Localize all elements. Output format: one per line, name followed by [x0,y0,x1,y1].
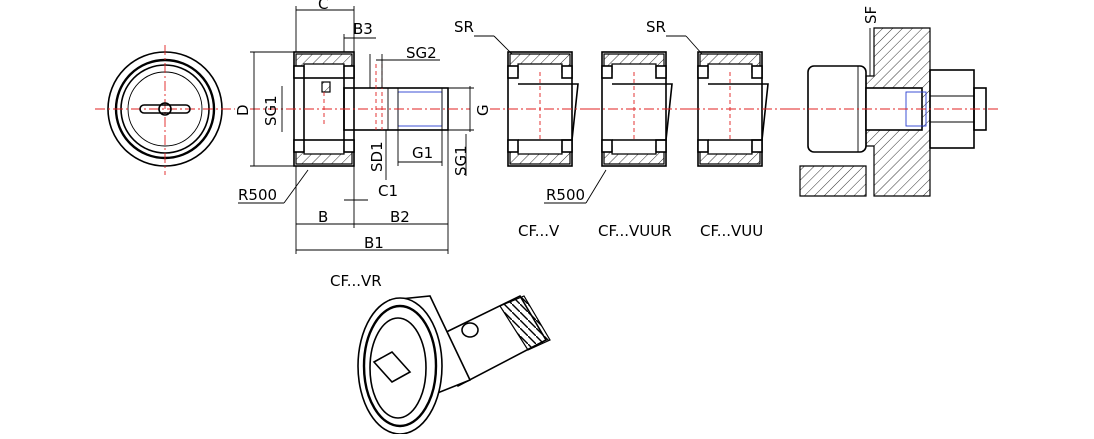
dim-label-b2: B2 [390,208,410,226]
dim-label-c1: C1 [378,182,398,200]
dim-label-g1: G1 [412,144,433,162]
variant-cf-vuu: SR CF...VUU [646,18,790,240]
dim-label-sf: SF [862,6,880,24]
dim-label-d: D [234,104,252,116]
dim-label-r500-right: R500 [546,186,585,204]
variant-label-cf-v: CF...V [518,222,560,240]
dim-label-sg1-right: SG1 [452,145,470,176]
variant-cf-vr-iso: CF...VR [330,272,551,435]
hex-socket-iso-icon [372,350,412,384]
mounted-view: SF [790,6,1000,197]
dim-label-sr-1: SR [454,18,474,36]
main-section-view: C B3 SG2 D SG1 G SD1 G1 SG1 C [234,0,492,254]
variant-label-cf-vuur: CF...VUUR [598,222,672,240]
dim-label-b3: B3 [353,20,373,38]
variant-cf-vuur: CF...VUUR [590,51,690,240]
dim-label-sg1-left: SG1 [262,95,280,126]
hex-socket-icon [139,102,191,116]
variant-label-cf-vr: CF...VR [330,272,382,290]
dim-label-sd1: SD1 [368,141,386,172]
dim-label-b: B [318,208,328,226]
dim-label-b1: B1 [364,234,384,252]
dim-label-c: C [318,0,328,13]
variant-label-cf-vuu: CF...VUU [700,222,763,240]
dim-label-sr-2: SR [646,18,666,36]
dim-label-sg2: SG2 [406,44,437,62]
dim-label-g: G [474,104,492,116]
front-view [95,45,235,175]
variant-cf-v: SR R500 CF...V [454,18,607,240]
dim-label-r500-left: R500 [238,186,277,204]
